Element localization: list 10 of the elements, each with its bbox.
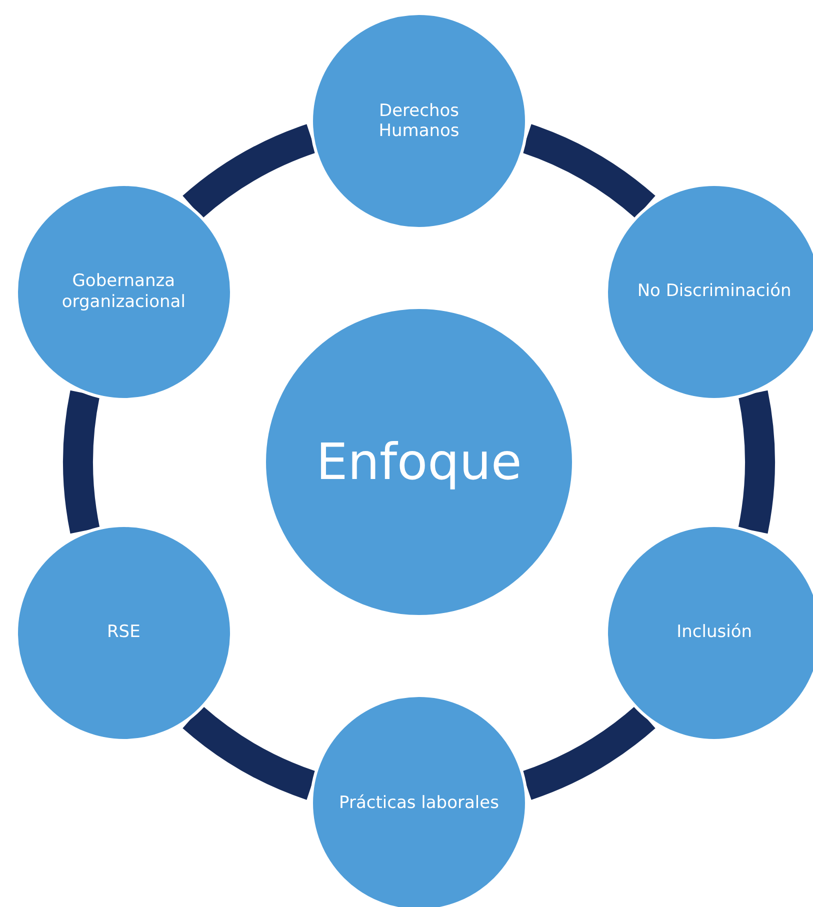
ring-connector — [183, 705, 317, 800]
ring-connector — [521, 705, 655, 800]
topic-circle: Derechos Humanos — [310, 12, 528, 230]
ring-connector — [183, 124, 317, 219]
ring-connector — [738, 391, 775, 533]
ring-connector — [63, 391, 100, 533]
ring-connector — [521, 124, 655, 219]
topic-circle: Inclusión — [605, 524, 813, 742]
topic-circle: Prácticas laborales — [310, 694, 528, 907]
center-circle: Enfoque — [263, 306, 575, 618]
